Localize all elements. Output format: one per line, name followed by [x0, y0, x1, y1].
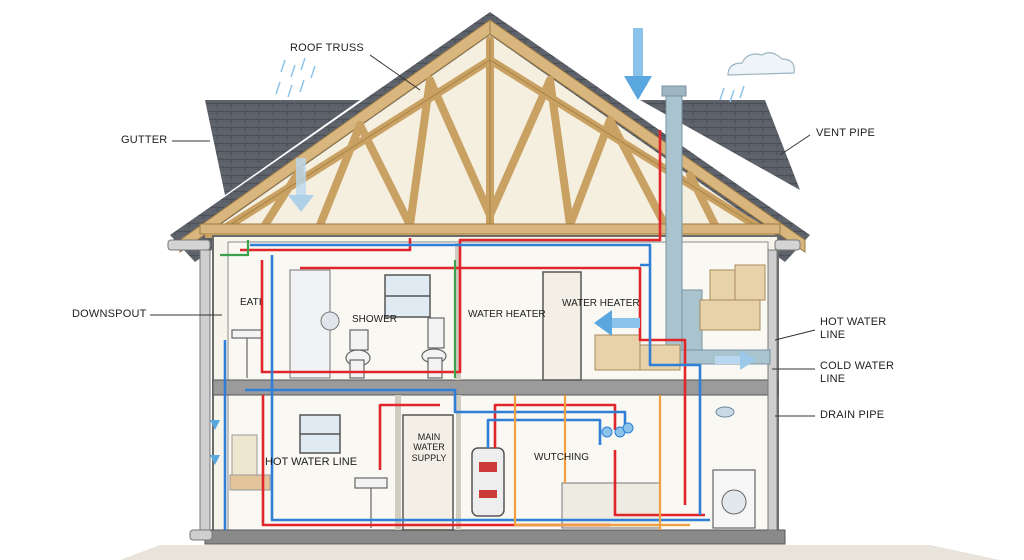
label-wutching: WUTCHING: [534, 452, 589, 463]
downspout: [199, 249, 211, 536]
shower-head: [320, 311, 340, 331]
gutter-right: [774, 239, 801, 251]
ground-floor-slab: [204, 529, 786, 545]
gas-lines: [513, 395, 690, 530]
down-arrow-icon: [624, 28, 652, 100]
partition-3: [456, 395, 461, 530]
label-drain-pipe: DRAIN PIPE: [820, 409, 885, 421]
door-downstairs: [402, 414, 454, 531]
rain-arrow-attic: [288, 158, 314, 212]
ground-shadow: [120, 545, 1000, 560]
roof-fascia-right: [489, 19, 806, 253]
gutter: [167, 239, 211, 251]
partition-2: [395, 395, 401, 530]
label-hot-water-line: HOT WATER LINE: [820, 316, 887, 341]
cold-water-lines: [223, 243, 710, 530]
label-shower: SHOWER: [352, 314, 397, 325]
downspout-foot: [189, 529, 213, 541]
vent-pipe: [665, 91, 683, 358]
washing-machine: [712, 469, 756, 529]
roof-left-slope: [205, 100, 360, 195]
downspout-right: [767, 249, 778, 531]
label-water-heater-2: WATER HEATER: [562, 298, 640, 309]
right-arrow-icon: [715, 350, 756, 370]
partition-1: [455, 242, 461, 380]
second-floor-slab: [212, 379, 779, 396]
toilet-1: [345, 329, 371, 379]
attic-storage-boxes: [594, 264, 766, 371]
label-water-heater-1: WATER HEATER: [468, 309, 546, 320]
vent-pipe-cap: [661, 85, 687, 97]
window-upstairs: [384, 274, 431, 318]
valve-markers: [601, 422, 634, 438]
leader-lines: [150, 54, 816, 417]
label-main-water-supply: MAIN WATER SUPPLY: [411, 432, 447, 463]
kitchen-counter: [229, 474, 271, 491]
hot-water-lines: [240, 130, 705, 527]
door-upstairs: [542, 271, 582, 381]
cloud-icon: [727, 52, 795, 76]
left-arrow-icon: [594, 310, 640, 336]
label-roof-truss: ROOF TRUSS: [290, 42, 364, 54]
label-eati: EATI: [240, 297, 262, 308]
ceiling-joist: [199, 223, 781, 235]
label-cold-water-line: COLD WATER LINE: [820, 360, 895, 385]
label-vent-pipe: VENT PIPE: [816, 127, 876, 139]
drain-fixture: [715, 406, 735, 418]
sink-downstairs: [354, 477, 388, 528]
label-downspout: DOWNSPOUT: [72, 308, 147, 320]
label-hot-water-line-inner: HOT WATER LINE: [265, 456, 358, 468]
label-gutter: GUTTER: [121, 134, 168, 146]
window-downstairs: [299, 414, 341, 454]
rain-icon: [275, 57, 745, 103]
water-heater-tank: [471, 447, 505, 517]
downspout-arrows: [210, 420, 220, 465]
green-lines: [220, 240, 457, 378]
